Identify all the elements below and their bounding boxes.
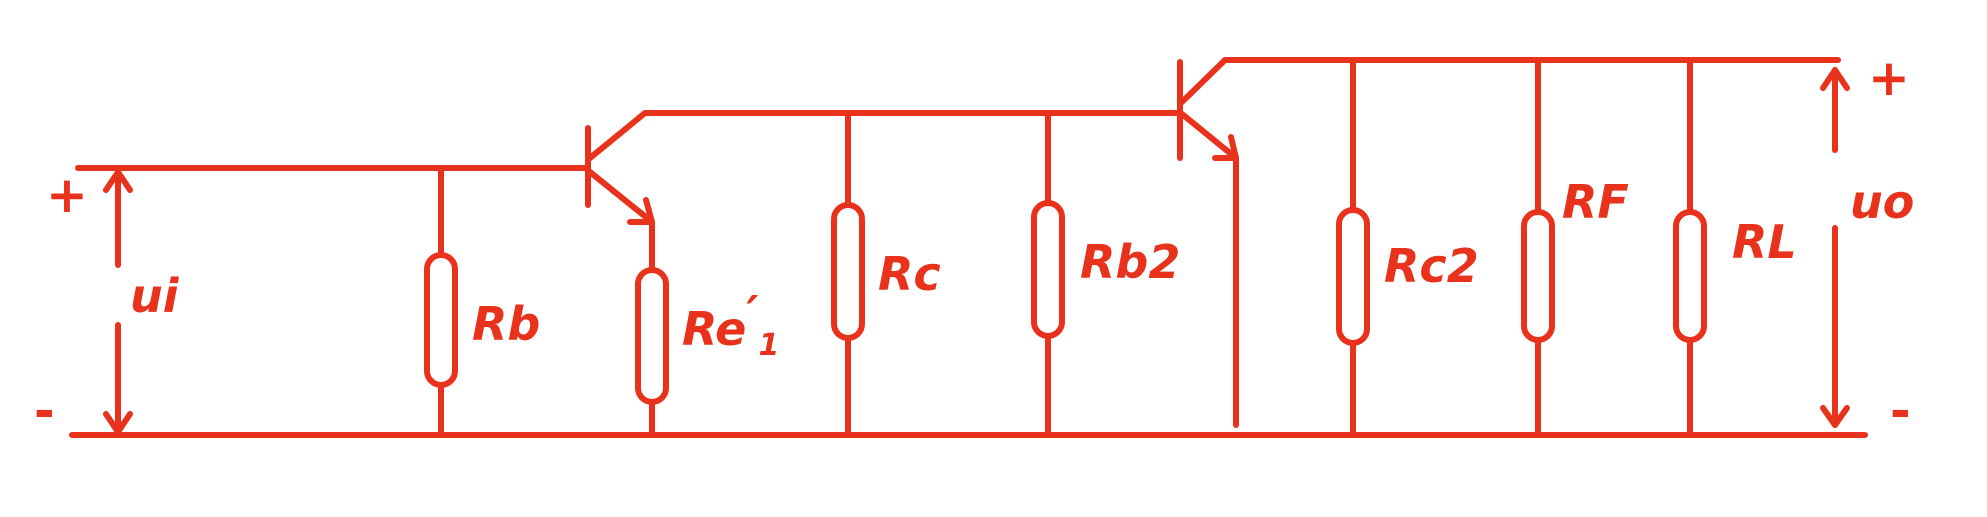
resistor-rl-label: RL xyxy=(1732,215,1797,269)
resistor-rf xyxy=(1521,57,1555,438)
output-minus-sign: - xyxy=(1890,382,1911,440)
resistor-rc xyxy=(831,110,865,438)
resistor-rl xyxy=(1673,57,1707,438)
input-plus-sign: + xyxy=(46,166,88,224)
resistor-rf-label: RF xyxy=(1562,175,1629,229)
input-voltage-arrow xyxy=(103,169,133,435)
output-voltage-label: uo xyxy=(1850,175,1914,229)
resistor-rc2-label: Rc2 xyxy=(1384,239,1479,293)
npn-transistor-1-icon xyxy=(585,110,1183,225)
output-plus-sign: + xyxy=(1868,49,1910,107)
npn-transistor-2-icon xyxy=(1177,57,1841,428)
input-voltage-label: ui xyxy=(130,269,180,323)
resistor-rc2 xyxy=(1336,57,1370,438)
resistor-rb2-label: Rb2 xyxy=(1080,235,1180,289)
resistor-rb2 xyxy=(1031,110,1065,438)
resistor-rb xyxy=(424,165,458,438)
resistor-rb-label: Rb xyxy=(472,297,540,351)
resistor-re1 xyxy=(635,219,669,438)
resistor-re1-label: Re′1 xyxy=(682,286,779,363)
input-minus-sign: - xyxy=(34,382,55,440)
output-voltage-arrow xyxy=(1820,67,1850,428)
resistor-rc-label: Rc xyxy=(878,247,941,301)
